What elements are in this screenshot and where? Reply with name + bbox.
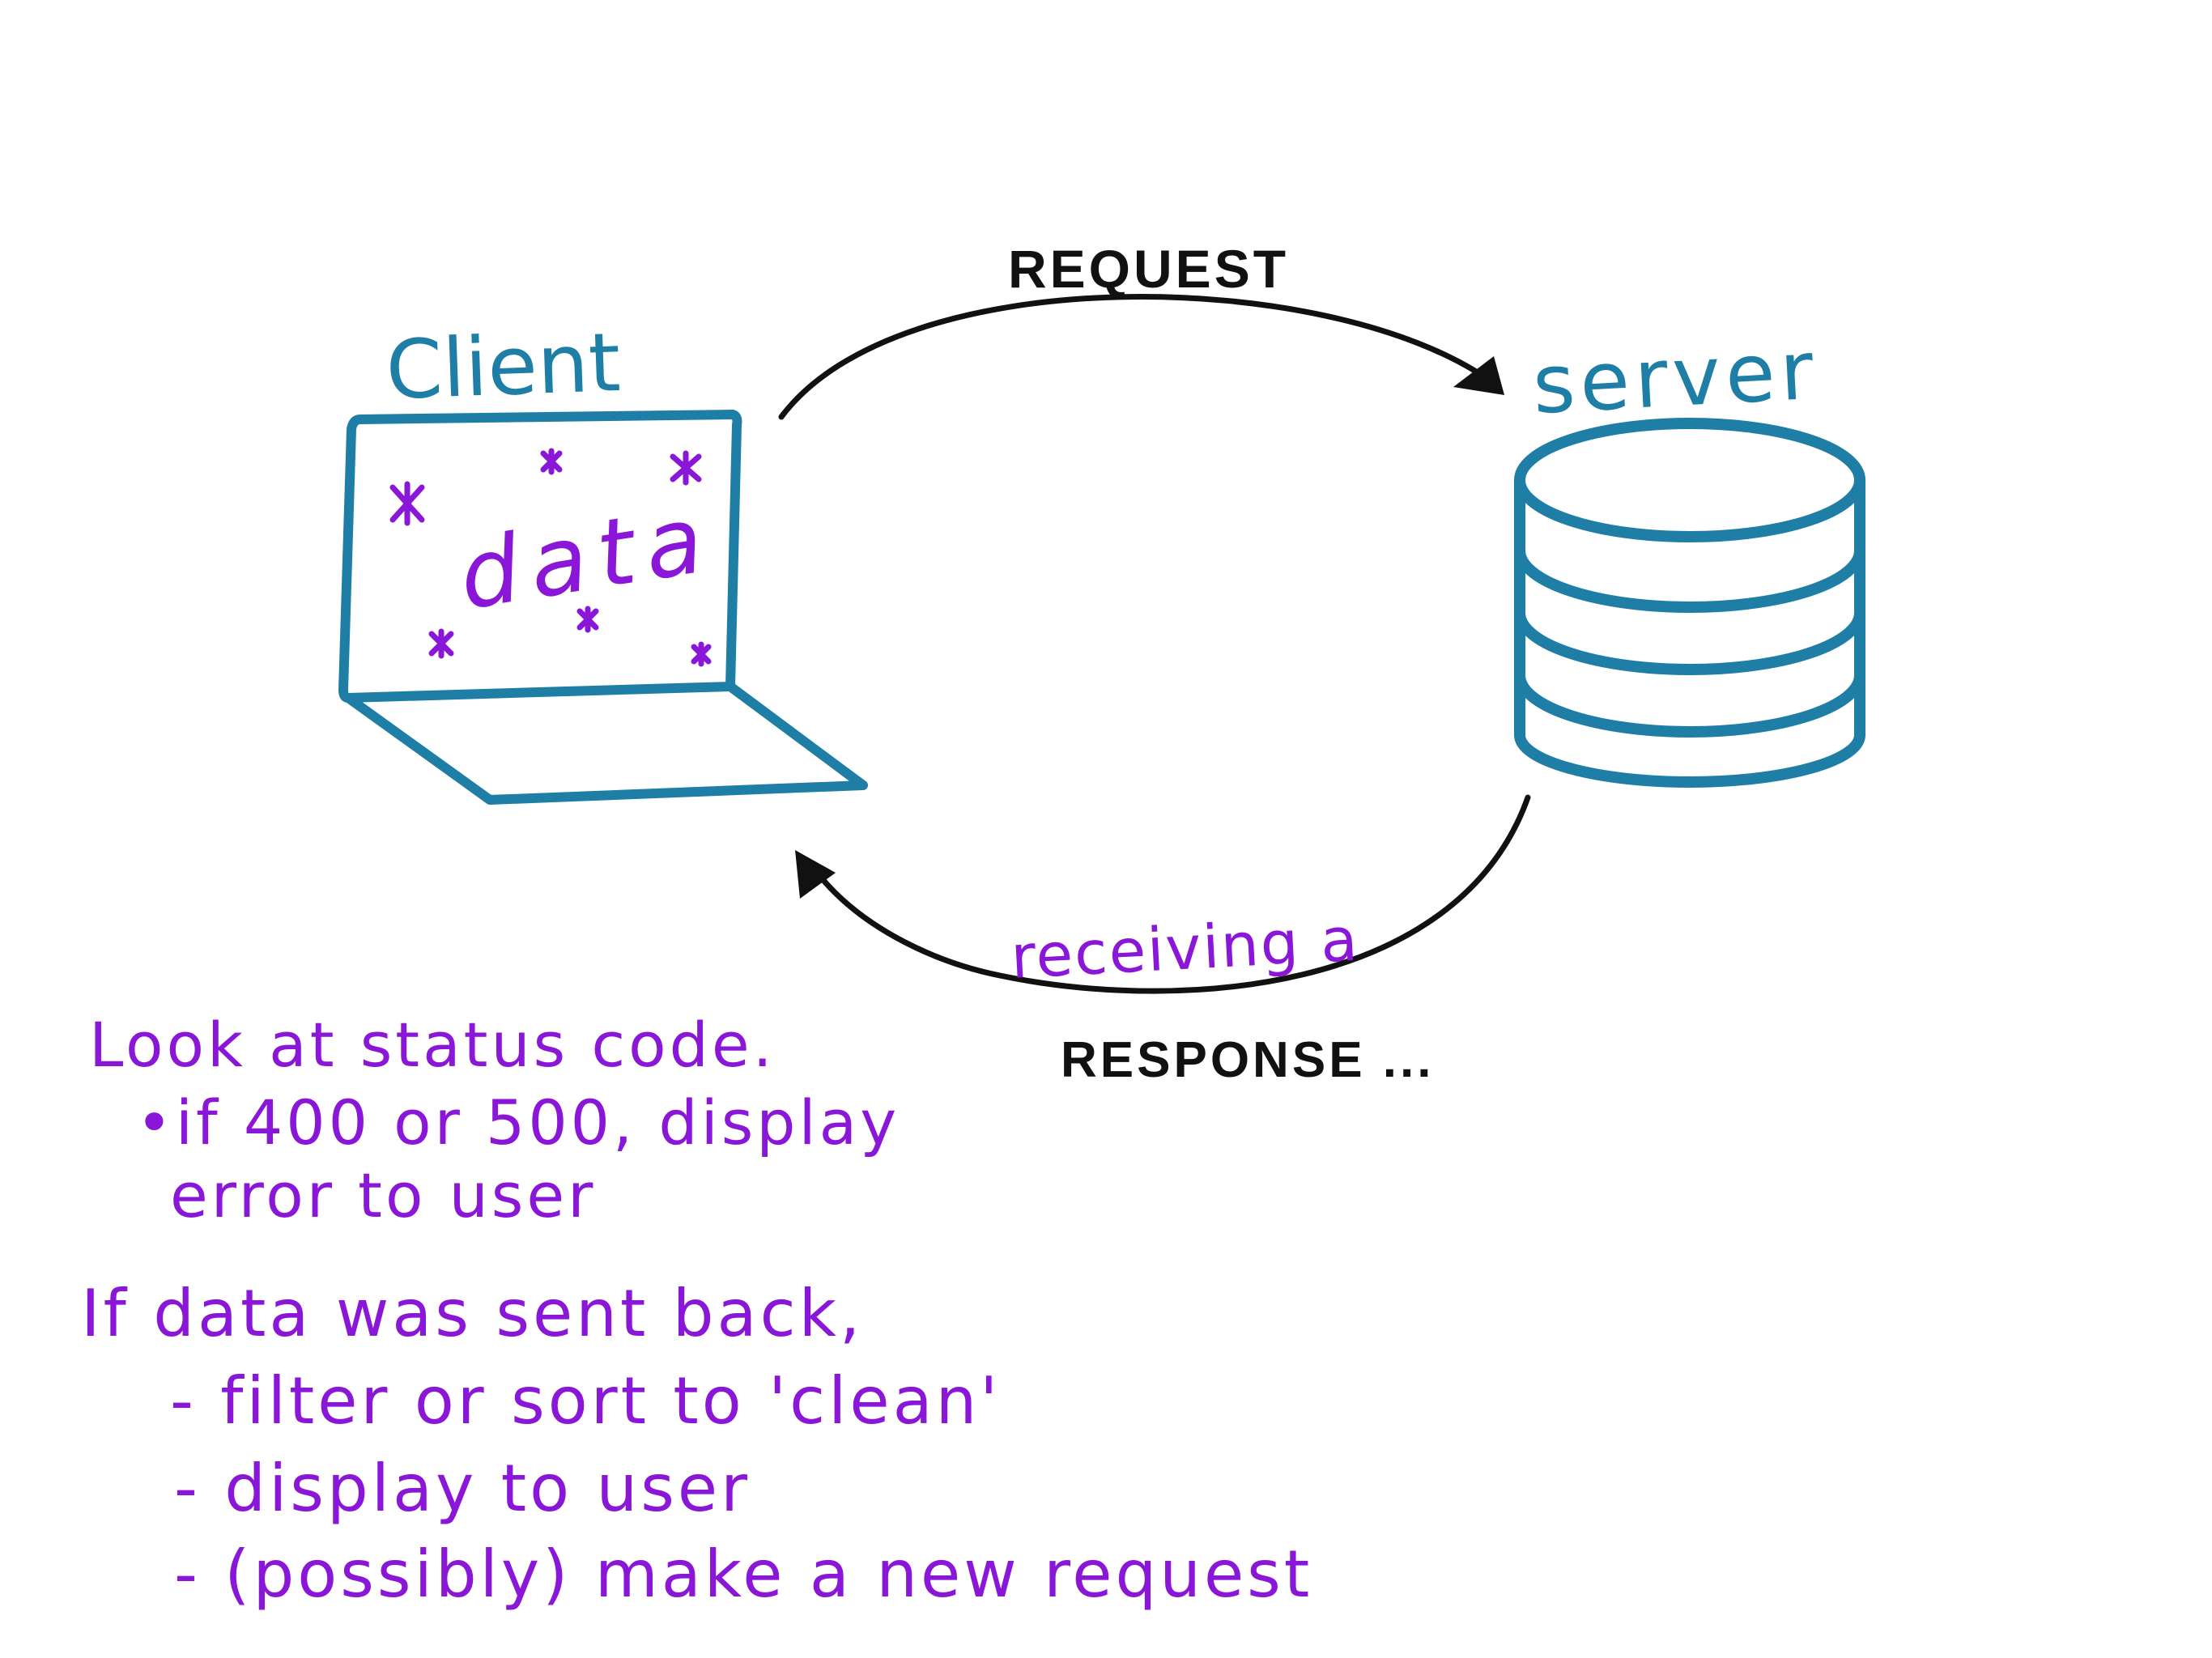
client-label: Client: [385, 315, 622, 418]
database-top: [1514, 418, 1865, 542]
sparkle-icon: [389, 481, 425, 526]
sparkle-icons: [389, 448, 712, 667]
database-bottom: [1514, 729, 1865, 788]
laptop-icon: [338, 410, 868, 805]
sparkle-icon: [576, 606, 599, 633]
sparkle-icon: [540, 448, 563, 475]
laptop-base: [343, 682, 868, 805]
sparkle-icon: [691, 641, 712, 667]
request-label: REQUEST: [1008, 239, 1289, 299]
status-notes: Look at status code. •if 400 or 500, dis…: [89, 1009, 900, 1231]
arrowhead-icon: [1453, 356, 1504, 395]
status-bullet-line1: •if 400 or 500, display: [136, 1086, 900, 1158]
receiving-label: receiving a: [1009, 905, 1360, 993]
screen-data-text: data: [452, 484, 721, 631]
data-notes: If data was sent back, - filter or sort …: [81, 1276, 1312, 1612]
request-arrow: [778, 294, 1504, 420]
arrowhead-icon: [795, 850, 836, 899]
database-icon: [1514, 418, 1865, 788]
data-item-2: - display to user: [174, 1451, 751, 1526]
server-label: server: [1530, 323, 1820, 432]
response-arrow: [795, 794, 1531, 994]
response-label: RESPONSE ...: [1061, 1032, 1434, 1088]
data-heading: If data was sent back,: [81, 1276, 863, 1351]
data-item-1: - filter or sort to 'clean': [170, 1363, 1001, 1439]
status-bullet-line2: error to user: [170, 1159, 596, 1231]
sparkle-icon: [428, 628, 454, 659]
sparkle-icon: [670, 450, 702, 486]
status-heading: Look at status code.: [89, 1009, 776, 1081]
data-item-3: - (possibly) make a new request: [174, 1537, 1312, 1612]
